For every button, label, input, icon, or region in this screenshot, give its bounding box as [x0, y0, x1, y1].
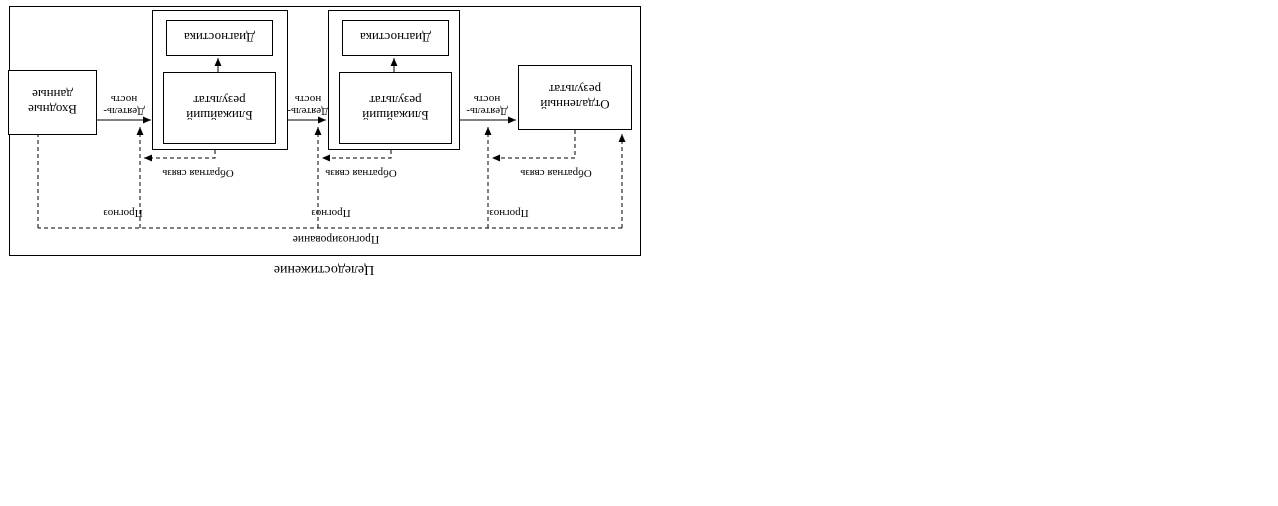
final-result-box: Отдаленный результат — [518, 65, 632, 130]
activity-label-2: Деятель- ность — [287, 93, 329, 117]
input-data-label: Входные данные — [28, 87, 77, 118]
nearest-result-label-2: Ближайший результат — [362, 93, 429, 123]
input-data-box: Входные данные — [8, 70, 97, 135]
diagnostics-box-1: Диагностика — [166, 20, 273, 56]
diagnostics-label-1: Диагностика — [184, 30, 256, 46]
nearest-result-label-1: Ближайший результат — [186, 93, 253, 123]
nearest-result-box-1: Ближайший результат — [163, 72, 276, 144]
diagram-caption: Целедостижение — [273, 262, 375, 277]
feedback-path-final — [492, 130, 576, 162]
forecast-label-3: Прогноз — [489, 207, 529, 219]
goal-achievement-diagram: Целедостижение Прогнозирование Прогноз П… — [0, 0, 648, 280]
diagnostics-label-2: Диагностика — [360, 30, 432, 46]
diagnostics-box-2: Диагностика — [342, 20, 449, 56]
activity-label-3: Деятель- ность — [466, 93, 508, 117]
nearest-result-box-2: Ближайший результат — [339, 72, 452, 144]
forecast-label-1: Прогноз — [103, 207, 143, 219]
final-result-label: Отдаленный результат — [540, 82, 610, 113]
forecasting-label: Прогнозирование — [292, 233, 380, 245]
diagram-lines — [37, 58, 626, 229]
feedback-label-1: Обратная связь — [162, 167, 234, 179]
activity-label-1: Деятель- ность — [103, 93, 145, 117]
forecast-label-2: Прогноз — [311, 207, 351, 219]
feedback-label-2: Обратная связь — [325, 167, 397, 179]
feedback-path-stage2 — [322, 150, 392, 162]
feedback-path-stage1 — [144, 150, 216, 162]
feedback-label-3: Обратная связь — [520, 167, 592, 179]
